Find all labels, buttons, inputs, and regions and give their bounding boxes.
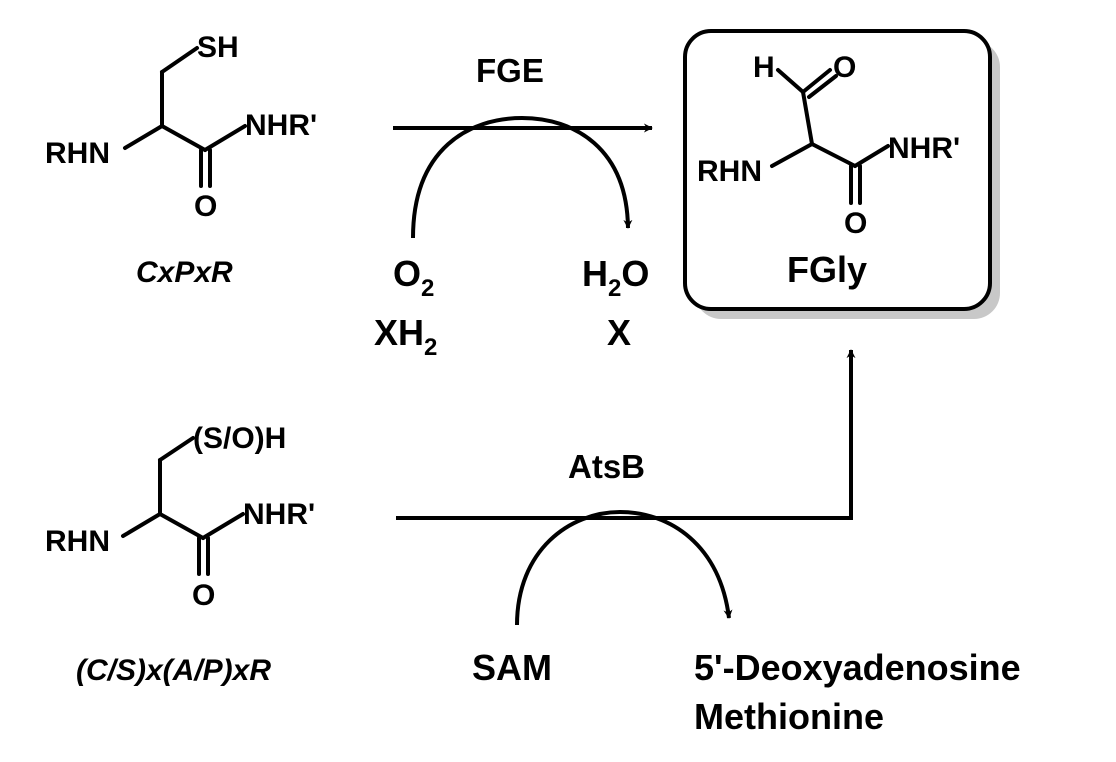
- cho-o-bond-1: [801, 68, 832, 94]
- fge-enzyme-label: FGE: [476, 52, 544, 89]
- atsb-curved-arrow: [515, 509, 733, 626]
- xh2-label: XH2: [374, 312, 437, 361]
- bottom-rhn-label: RHN: [45, 525, 110, 558]
- fgly-name-label: FGly: [787, 249, 867, 290]
- aldehyde-o-label: O: [833, 51, 856, 84]
- bottom-carbonyl-o-label: O: [192, 579, 215, 612]
- ca-n-bond: [121, 512, 162, 538]
- ca-n-bond: [770, 142, 814, 168]
- product-nhr-label: NHR': [888, 132, 960, 165]
- top-substrate-structure: SH RHN NHR' O CxPxR: [45, 31, 317, 289]
- product-carbonyl-o-label: O: [844, 207, 867, 240]
- ca-n-bond: [123, 124, 164, 150]
- product-rhn-label: RHN: [697, 155, 762, 188]
- x-label: X: [607, 312, 631, 353]
- carbonyl-o-label: O: [194, 190, 217, 223]
- h2o-label: H2O: [582, 253, 649, 302]
- sh-label: SH: [197, 31, 239, 64]
- product-box-frame: [683, 29, 992, 311]
- top-reaction: FGE O2 XH2 H2O X: [374, 52, 653, 361]
- methionine-label: Methionine: [694, 696, 884, 737]
- cho-o-bond-2: [807, 74, 838, 99]
- fgly-product-box: H O RHN NHR' O FGly: [683, 29, 1000, 319]
- nhr-label: NHR': [245, 109, 317, 142]
- ca-c-bond: [810, 142, 857, 168]
- bottom-motif-label: (C/S)x(A/P)xR: [76, 654, 271, 687]
- deoxyadenosine-label: 5'-Deoxyadenosine: [694, 647, 1021, 688]
- rhn-label: RHN: [45, 137, 110, 170]
- ca-c-bond: [158, 512, 205, 540]
- soh-label: (S/O)H: [193, 422, 286, 455]
- bottom-nhr-label: NHR': [243, 498, 315, 531]
- c-n-bond: [201, 512, 245, 540]
- atsb-enzyme-label: AtsB: [568, 448, 645, 485]
- sam-label: SAM: [472, 647, 552, 688]
- bottom-substrate-structure: (S/O)H RHN NHR' O (C/S)x(A/P)xR: [45, 422, 315, 687]
- bottom-reaction: AtsB SAM 5'-Deoxyadenosine Methionine: [396, 349, 1021, 737]
- cho-h-bond: [776, 68, 805, 94]
- ch2-x-bond: [158, 436, 195, 462]
- c-n-bond: [853, 144, 890, 168]
- ca-c-bond: [160, 124, 207, 152]
- o2-label: O2: [393, 253, 434, 302]
- aldehyde-h-label: H: [753, 51, 775, 84]
- top-motif-label: CxPxR: [136, 256, 233, 289]
- fge-curved-arrow: [411, 115, 633, 239]
- ch2-s-bond: [160, 46, 199, 74]
- c-n-bond: [203, 124, 247, 152]
- cho-ca-bond: [801, 90, 814, 146]
- atsb-reaction-arrow: [396, 349, 856, 520]
